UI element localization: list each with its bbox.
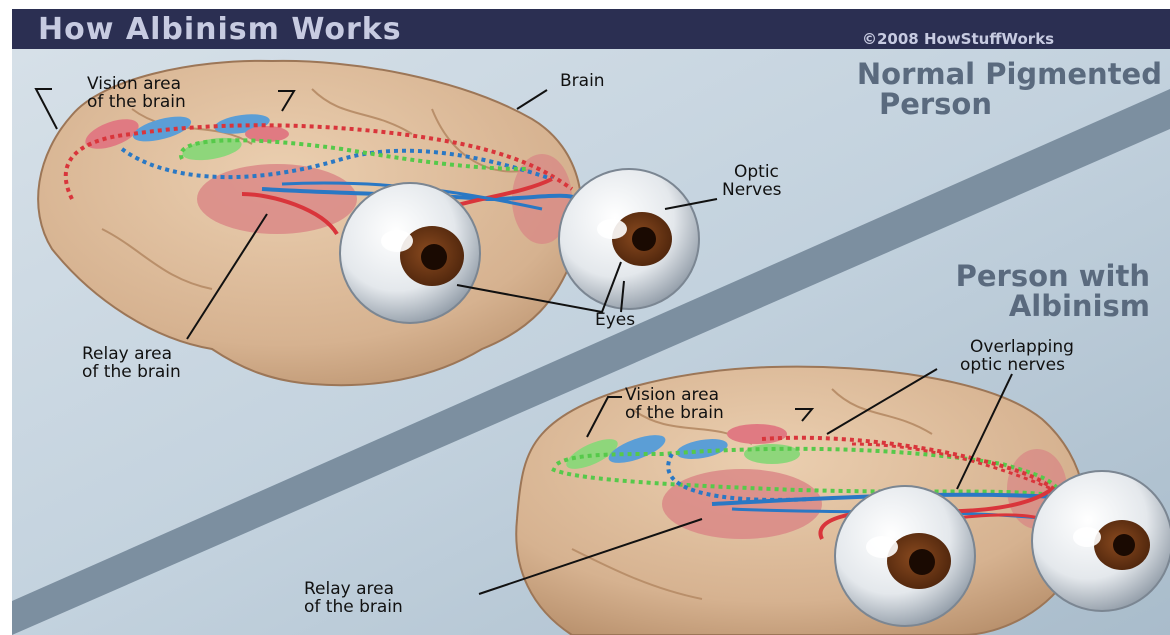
albino-left-eye — [835, 486, 975, 626]
normal-heading-line1: Normal Pigmented — [692, 59, 1162, 89]
albino-relay-label-line2: of the brain — [304, 598, 403, 616]
normal-vision-label-line1: Vision area — [87, 75, 186, 93]
albino-relay-label-line1: Relay area — [304, 580, 403, 598]
albino-heading-line1: Person with — [692, 261, 1150, 291]
normal-brain-label: Brain — [560, 72, 605, 90]
normal-relay-label: Relay area of the brain — [82, 345, 181, 381]
normal-optic-label: Optic Nerves — [722, 163, 782, 199]
normal-vision-label: Vision area of the brain — [87, 75, 186, 111]
diagram-scene: Normal Pigmented Person Person with Albi… — [12, 49, 1170, 635]
albino-overlap-label-line2: optic nerves — [960, 356, 1074, 374]
normal-optic-label-line2: Nerves — [722, 181, 782, 199]
diagram-title: How Albinism Works — [38, 12, 402, 47]
normal-right-eye — [559, 169, 699, 309]
albino-right-eye — [1032, 471, 1170, 611]
normal-left-eye — [340, 183, 480, 323]
albino-vision-label: Vision area of the brain — [625, 386, 724, 422]
normal-relay-label-line1: Relay area — [82, 345, 181, 363]
normal-optic-label-line1: Optic — [722, 163, 782, 181]
normal-vision-label-line2: of the brain — [87, 93, 186, 111]
albino-relay-label: Relay area of the brain — [304, 580, 403, 616]
albino-vision-label-line1: Vision area — [625, 386, 724, 404]
normal-heading: Normal Pigmented Person — [692, 59, 1162, 119]
albino-overlap-label-line1: Overlapping — [960, 338, 1074, 356]
copyright-notice: ©2008 HowStuffWorks — [862, 30, 1054, 48]
albino-vision-area-red — [727, 424, 787, 444]
albino-heading-line2: Albinism — [692, 291, 1150, 321]
normal-relay-label-line2: of the brain — [82, 363, 181, 381]
normal-heading-line2: Person — [692, 89, 1162, 119]
albino-overlap-label: Overlapping optic nerves — [960, 338, 1074, 374]
normal-eyes-label: Eyes — [595, 311, 635, 329]
albino-vision-label-line2: of the brain — [625, 404, 724, 422]
albino-heading: Person with Albinism — [692, 261, 1150, 321]
